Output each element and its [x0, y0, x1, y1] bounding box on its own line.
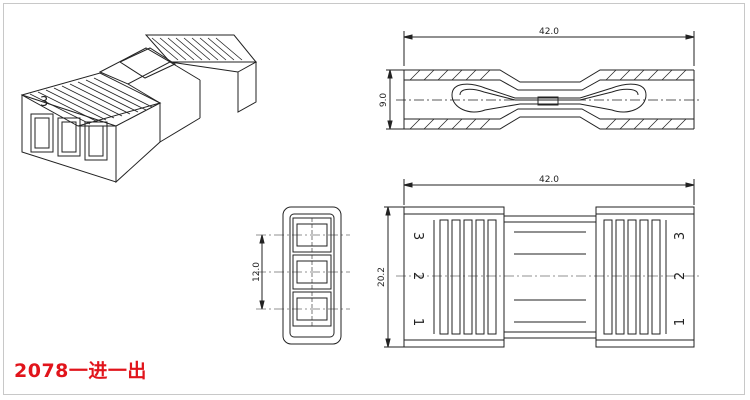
dim-side-height: 9.0	[379, 93, 389, 108]
pin-label-left-1: 1	[410, 318, 425, 326]
pin-label-right-2: 2	[673, 272, 688, 280]
dim-pitch: 12.0	[252, 262, 262, 282]
pin-label-right-3: 3	[673, 232, 688, 240]
pin-label-left-2: 2	[410, 272, 425, 280]
dim-bottom-width: 42.0	[539, 175, 559, 185]
dim-body-height: 20.2	[377, 267, 387, 287]
pin-label-right-1: 1	[673, 318, 688, 326]
end-view	[256, 206, 350, 345]
top-view	[384, 179, 702, 348]
product-caption: 2078一进一出	[14, 360, 147, 382]
svg-text:3: 3	[40, 95, 48, 110]
drawing-frame	[3, 3, 745, 395]
isometric-view: 3	[20, 34, 258, 184]
pin-label-left-3: 3	[410, 232, 425, 240]
dim-top-width: 42.0	[539, 27, 559, 37]
side-section-view	[386, 31, 702, 130]
